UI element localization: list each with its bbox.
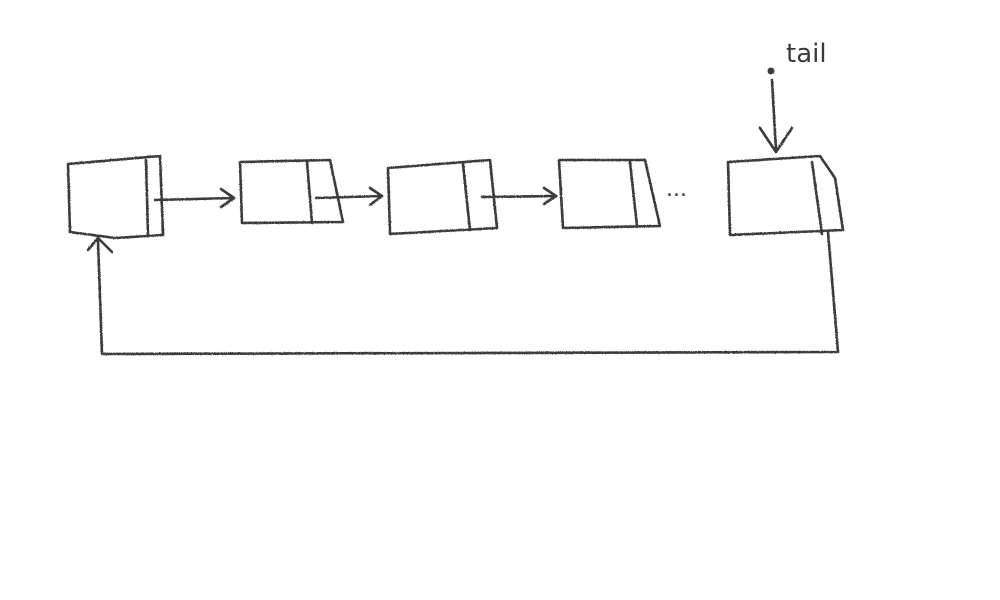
node-box [66,154,165,240]
tail-node [726,154,845,237]
next-arrow [153,187,236,209]
ellipsis-label: ... [666,177,687,202]
list-node [238,158,345,225]
tail-pointer-dot [767,67,775,75]
circular-back-arrow [86,230,840,356]
tail-pointer-arrow-shaft [770,78,778,152]
node-box [726,154,845,237]
tail-pointer-arrow-head [758,126,794,154]
node-box [386,158,499,236]
node-pointer-divider [305,160,314,225]
node-box [557,158,662,230]
tail-label: tail [786,39,827,69]
tail-pointer [758,67,794,154]
list-node [386,158,499,236]
node-pointer-divider [461,162,472,232]
node-pointer-divider [628,160,639,228]
list-node [66,154,165,240]
list-node [557,158,662,230]
node-pointer-divider [810,160,824,236]
next-arrow [480,186,558,206]
node-pointer-divider [144,158,150,238]
next-arrow [314,186,384,207]
node-box [238,158,345,225]
